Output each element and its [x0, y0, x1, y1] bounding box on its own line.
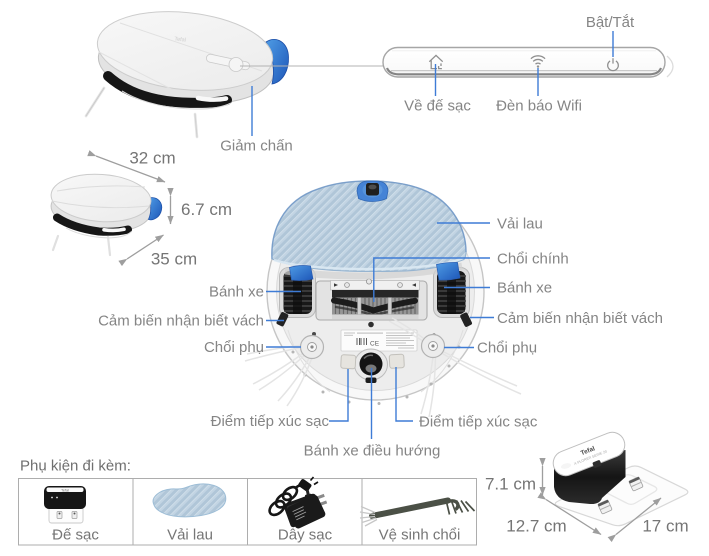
svg-text:Chổi phụ: Chổi phụ [477, 340, 537, 357]
svg-text:Bánh xe: Bánh xe [209, 284, 264, 301]
svg-text:Giảm chấn: Giảm chấn [220, 138, 293, 155]
svg-text:32 cm: 32 cm [129, 149, 175, 168]
svg-text:Đế sạc: Đế sạc [52, 527, 99, 544]
svg-text:Về đế sạc: Về đế sạc [404, 98, 471, 115]
svg-text:Vải lau: Vải lau [167, 527, 213, 544]
svg-text:Tefal: Tefal [580, 445, 596, 457]
svg-text:Cảm biến nhận biết vách: Cảm biến nhận biết vách [497, 310, 663, 327]
svg-text:Bật/Tắt: Bật/Tắt [586, 14, 635, 31]
svg-text:CE: CE [370, 341, 380, 348]
svg-text:Bánh xe điều hướng: Bánh xe điều hướng [304, 443, 441, 460]
svg-text:6.7 cm: 6.7 cm [181, 200, 232, 219]
svg-text:Cảm biến nhận biết vách: Cảm biến nhận biết vách [98, 313, 264, 330]
svg-text:17 cm: 17 cm [642, 517, 688, 536]
svg-text:7.1 cm: 7.1 cm [485, 475, 536, 494]
svg-text:Bánh xe: Bánh xe [497, 280, 552, 297]
svg-text:Điểm tiếp xúc sạc: Điểm tiếp xúc sạc [419, 414, 538, 431]
svg-text:Điểm tiếp xúc sạc: Điểm tiếp xúc sạc [211, 413, 330, 430]
svg-text:Phụ kiện đi kèm:: Phụ kiện đi kèm: [20, 458, 131, 475]
svg-text:Vệ sinh chổi: Vệ sinh chổi [379, 527, 461, 544]
svg-text:12.7 cm: 12.7 cm [506, 517, 566, 536]
svg-text:Chổi phụ: Chổi phụ [204, 339, 264, 356]
svg-text:35 cm: 35 cm [151, 250, 197, 269]
svg-text:Đèn báo Wifi: Đèn báo Wifi [496, 98, 582, 115]
svg-text:Tefal: Tefal [174, 36, 186, 43]
svg-text:Chổi chính: Chổi chính [497, 251, 569, 268]
svg-text:Vải lau: Vải lau [497, 216, 543, 233]
svg-text:Tefal: Tefal [61, 489, 69, 493]
svg-text:Dây sạc: Dây sạc [278, 527, 333, 544]
